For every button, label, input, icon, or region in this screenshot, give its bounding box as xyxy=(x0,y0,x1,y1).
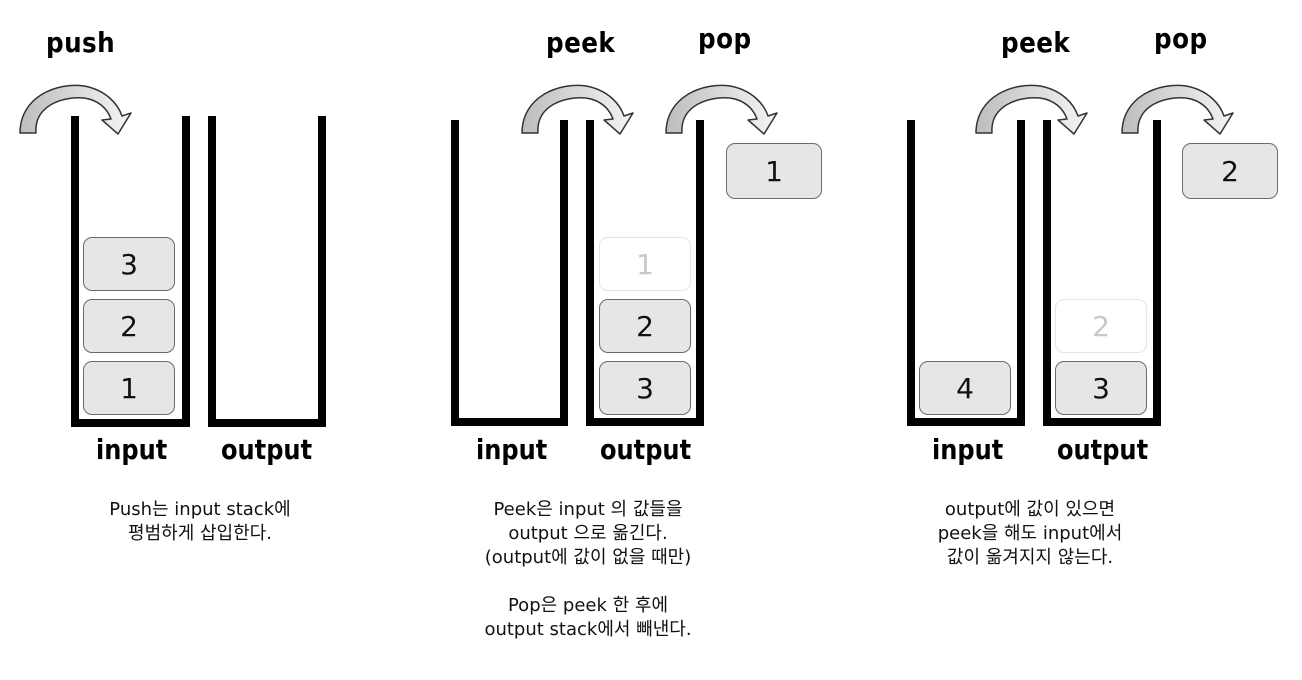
stack-box: 3 xyxy=(599,361,691,415)
stack-box: 2 xyxy=(599,299,691,353)
input-stack-label: input xyxy=(932,433,1004,466)
stack-box: 4 xyxy=(919,361,1011,415)
caption: output에 값이 있으면 peek을 해도 input에서 값이 옮겨지지 … xyxy=(937,499,1123,568)
caption: Peek은 input 의 값들을 output 으로 옮긴다. (output… xyxy=(484,499,692,640)
input-stack-label: input xyxy=(476,433,548,466)
popped-box: 2 xyxy=(1182,143,1278,199)
stack-box: 3 xyxy=(1055,361,1147,415)
push-label: push xyxy=(46,26,116,59)
peek-arrow-icon xyxy=(521,84,634,135)
pop-arrow-icon xyxy=(665,84,778,135)
pop-arrow-icon xyxy=(1121,84,1234,135)
peek-arrow-icon xyxy=(975,84,1088,135)
stack-box: 2 xyxy=(83,299,175,353)
output-stack-label: output xyxy=(1057,433,1149,466)
peek-label: peek xyxy=(1001,26,1071,59)
caption: Push는 input stack에 평범하게 삽입한다. xyxy=(109,499,291,544)
input-stack-label: input xyxy=(96,433,168,466)
output-stack-label: output xyxy=(221,433,313,466)
popped-box: 1 xyxy=(726,143,822,199)
pop-label: pop xyxy=(698,22,752,55)
output-stack-label: output xyxy=(600,433,692,466)
peek-label: peek xyxy=(546,26,616,59)
pop-label: pop xyxy=(1154,22,1208,55)
stack-box-moved: 1 xyxy=(599,237,691,291)
stack-box-moved: 2 xyxy=(1055,299,1147,353)
push-arrow-icon xyxy=(19,84,132,135)
stack-box: 1 xyxy=(83,361,175,415)
stack-box: 3 xyxy=(83,237,175,291)
